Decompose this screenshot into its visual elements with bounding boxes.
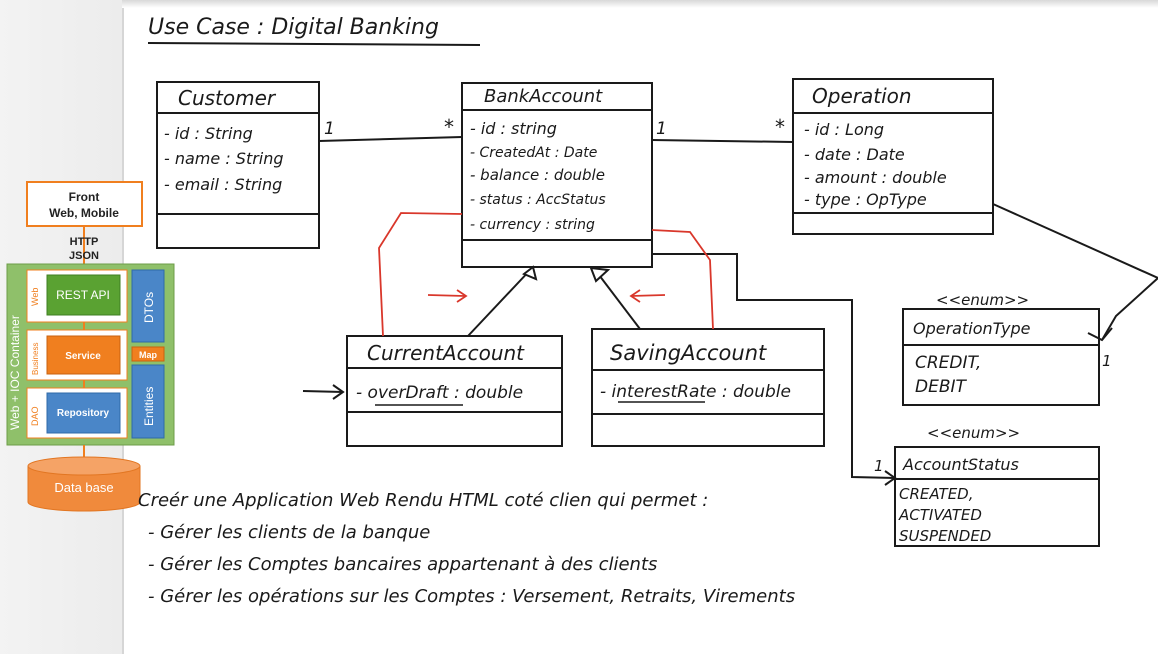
service-label: Service xyxy=(65,351,101,362)
rest-api-box xyxy=(46,274,121,316)
bank-account-attr-createdat: - CreatedAt : Date xyxy=(470,145,597,161)
top-shadow xyxy=(122,0,1158,8)
page-title: Use Case : Digital Banking xyxy=(148,15,439,40)
dtos-label: DTOs xyxy=(142,292,156,323)
repository-label: Repository xyxy=(57,408,110,419)
overdraft-pointer-head xyxy=(332,384,345,400)
entities-label: Entities xyxy=(142,387,156,426)
front-sublabel: Web, Mobile xyxy=(49,206,119,220)
account-status-name: AccountStatus xyxy=(902,455,1019,474)
operation-type-value-credit: CREDIT, xyxy=(915,353,981,373)
bank-account-attr-balance: - balance : double xyxy=(470,166,605,184)
operation-attr-date: - date : Date xyxy=(804,145,905,164)
account-status-value-created: CREATED, xyxy=(899,485,974,503)
operation-attr-id: - id : Long xyxy=(804,120,884,139)
assoc-operation-optype xyxy=(992,203,1158,341)
business-layer-label: Business xyxy=(31,343,40,375)
mult-customer-one: 1 xyxy=(324,119,335,139)
operation-attr-type: - type : OpType xyxy=(804,190,927,209)
requirement-item-1: - Gérer les clients de la banque xyxy=(148,522,430,543)
current-account-attr-overdraft: - overDraft : double xyxy=(356,383,523,403)
map-label: Map xyxy=(139,350,158,360)
account-status-value-activated: ACTIVATED xyxy=(898,506,982,524)
class-customer: Customer - id : String - name : String -… xyxy=(156,81,320,249)
assoc-customer-account xyxy=(318,136,463,142)
customer-attr-id: - id : String xyxy=(164,124,253,143)
saving-account-name: SavingAccount xyxy=(610,341,767,365)
account-status-value-suspended: SUSPENDED xyxy=(899,527,991,545)
red-bracket-left xyxy=(378,212,463,337)
customer-name: Customer xyxy=(178,86,277,110)
service-box xyxy=(46,335,121,375)
bank-account-attr-currency: - currency : string xyxy=(470,217,595,233)
bank-account-attr-id: - id : string xyxy=(470,119,557,138)
front-box xyxy=(26,181,143,227)
account-status-stereotype: <<enum>> xyxy=(927,424,1020,442)
operation-attr-amount: - amount : double xyxy=(804,168,947,187)
assoc-status-arrow xyxy=(884,470,897,486)
red-arrow-right-head xyxy=(456,289,468,303)
front-label: Front xyxy=(69,190,100,204)
class-current-account: CurrentAccount - overDraft : double xyxy=(346,335,563,447)
requirement-item-2: - Gérer les Comptes bancaires appartenan… xyxy=(148,554,657,575)
red-arrow-left xyxy=(630,294,666,297)
bank-account-attr-status: - status : AccStatus xyxy=(470,192,606,208)
inherit-saving-head xyxy=(589,266,611,283)
assoc-optype-arrow xyxy=(1087,327,1113,342)
requirements-intro: Creér une Application Web Rendu HTML cot… xyxy=(138,490,708,511)
rest-api-label: REST API xyxy=(56,288,110,302)
repository-box xyxy=(46,392,121,434)
bank-account-name: BankAccount xyxy=(484,86,603,107)
entities-box xyxy=(131,364,165,439)
red-annotations xyxy=(378,212,714,337)
red-arrow-right xyxy=(427,294,466,297)
requirement-item-3: - Gérer les opérations sur les Comptes :… xyxy=(148,586,795,607)
operation-name: Operation xyxy=(812,84,912,108)
inherit-saving xyxy=(595,270,641,330)
current-account-name: CurrentAccount xyxy=(367,341,525,365)
mult-optype-one: 1 xyxy=(1102,352,1112,370)
title-underline xyxy=(147,42,481,46)
mult-account-many: * xyxy=(444,115,454,139)
customer-attr-name: - name : String xyxy=(164,149,284,168)
mult-account-one: 1 xyxy=(656,119,667,139)
web-layer-label: Web xyxy=(30,288,40,306)
class-operation: Operation - id : Long - date : Date - am… xyxy=(792,78,994,235)
mult-status-one: 1 xyxy=(874,457,884,475)
operation-type-stereotype: <<enum>> xyxy=(936,291,1029,309)
map-box xyxy=(131,346,165,362)
mult-operation-many: * xyxy=(775,115,785,139)
assoc-account-operation xyxy=(651,139,794,143)
dtos-box xyxy=(131,269,165,343)
operation-type-name: OperationType xyxy=(913,319,1031,338)
red-bracket-right xyxy=(651,229,714,330)
requirements: Creér une Application Web Rendu HTML cot… xyxy=(138,490,795,607)
class-saving-account: SavingAccount - interestRate : double xyxy=(591,328,825,447)
customer-attr-email: - email : String xyxy=(164,175,282,194)
saving-account-attr-interestrate: - interestRate : double xyxy=(600,382,791,402)
database-body xyxy=(27,466,141,512)
architecture-diagram: Front Web, Mobile HTTP JSON Web + IOC Co… xyxy=(6,181,175,512)
container-label: Web + IOC Container xyxy=(8,315,22,430)
assoc-account-status xyxy=(652,253,896,479)
http-label: HTTP xyxy=(70,236,99,248)
overdraft-pointer xyxy=(302,390,344,393)
dao-layer-label: DAO xyxy=(30,406,40,426)
inherit-current xyxy=(467,266,534,337)
red-arrow-left-head xyxy=(629,289,641,303)
database-label: Data base xyxy=(54,480,113,495)
class-bank-account: BankAccount - id : string - CreatedAt : … xyxy=(461,82,653,268)
database-top xyxy=(27,456,141,476)
associations xyxy=(302,136,1158,486)
operation-type-value-debit: DEBIT xyxy=(915,377,968,397)
json-label: JSON xyxy=(69,250,99,262)
enum-operation-type: <<enum>> OperationType CREDIT, DEBIT xyxy=(902,291,1100,406)
inherit-current-head xyxy=(522,265,538,281)
enum-account-status: <<enum>> AccountStatus CREATED, ACTIVATE… xyxy=(894,424,1100,547)
